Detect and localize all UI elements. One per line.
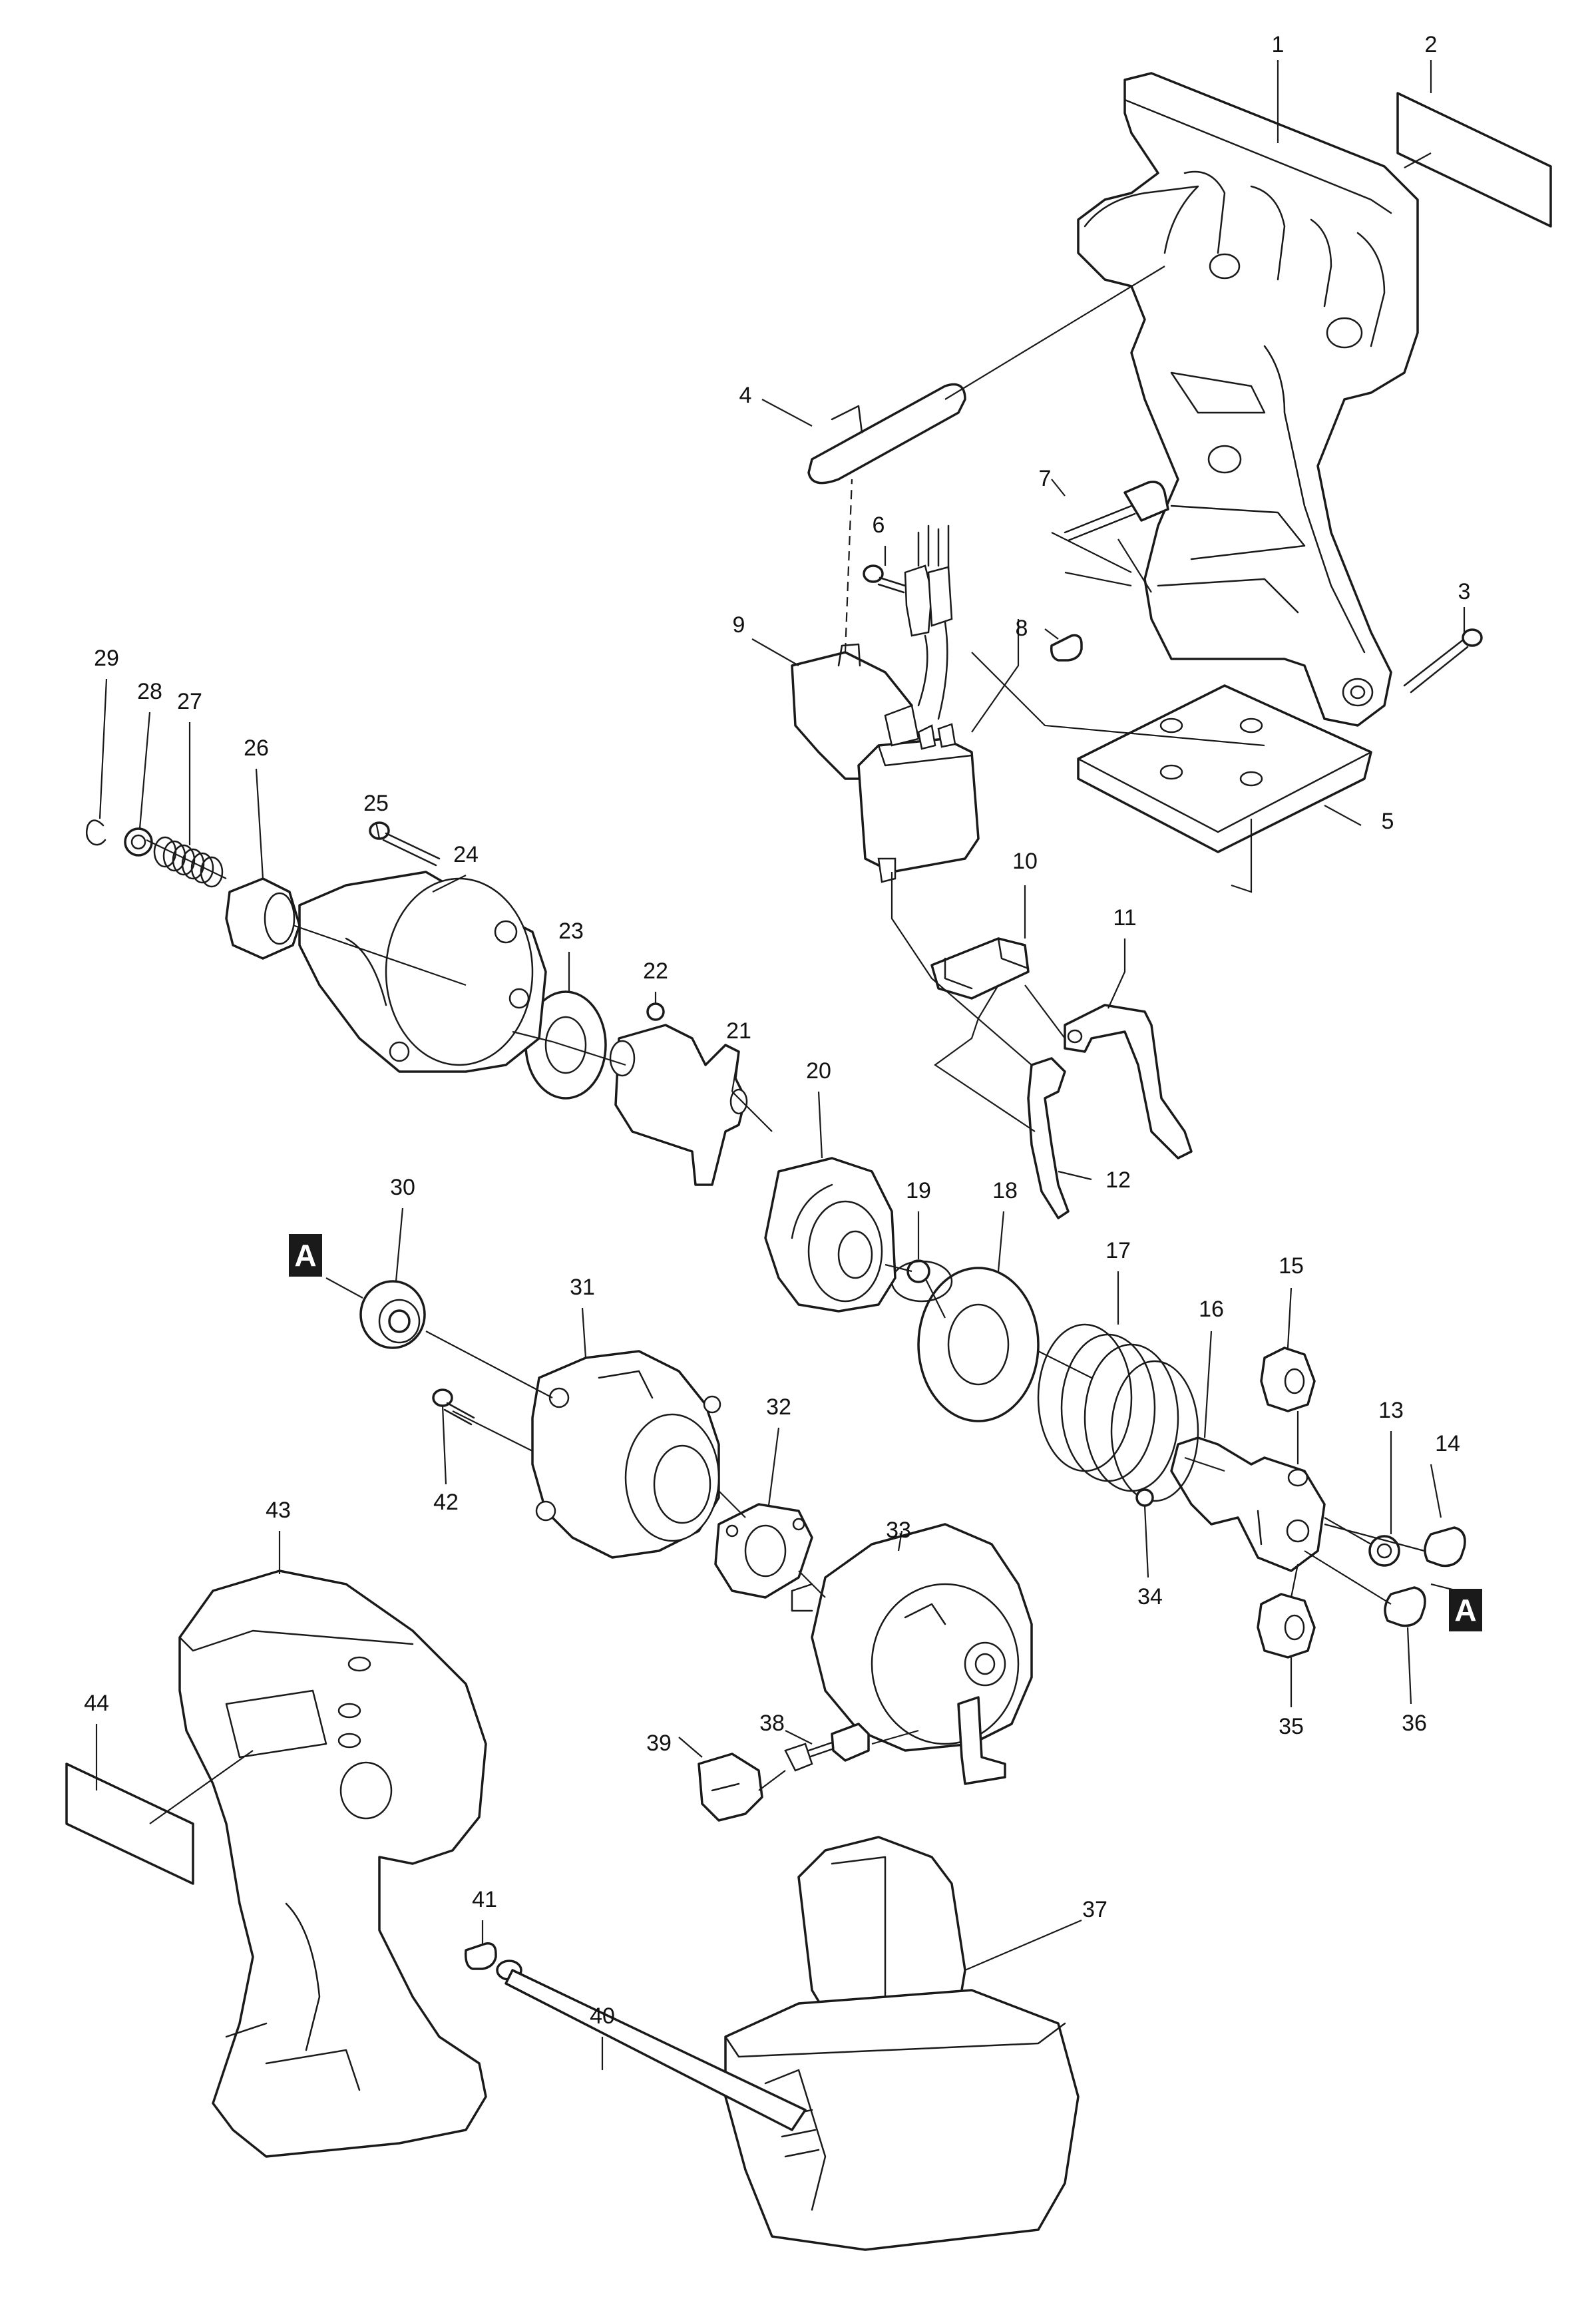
part-34-ball: [1135, 1488, 1154, 1507]
reference-marker-a-left: A: [289, 1234, 322, 1277]
callout-17: 17: [1105, 1238, 1131, 1263]
part-27-spring: [153, 836, 224, 888]
callout-27: 27: [177, 689, 202, 714]
part-30-bearing: [359, 1280, 426, 1349]
callout-41: 41: [472, 1887, 497, 1912]
callout-15: 15: [1279, 1253, 1304, 1279]
callout-33: 33: [886, 1518, 911, 1543]
callout-26: 26: [244, 735, 269, 761]
part-21-anvil: [609, 1024, 748, 1186]
callout-22: 22: [643, 958, 668, 984]
callout-19: 19: [906, 1178, 931, 1203]
part-11-terminal: [1064, 1004, 1193, 1159]
callout-29: 29: [94, 646, 119, 671]
callout-30: 30: [390, 1175, 415, 1200]
callout-44: 44: [84, 1691, 109, 1716]
part-5-plate: [1077, 684, 1372, 853]
callout-21: 21: [726, 1018, 751, 1044]
part-33-motor: [791, 1523, 1033, 1785]
part-26-sleeve: [225, 877, 301, 960]
callout-43: 43: [266, 1498, 291, 1523]
callout-7: 7: [1039, 466, 1052, 491]
part-7-screw: [1064, 481, 1169, 542]
part-24-hammer-case: [298, 871, 547, 1073]
callout-18: 18: [992, 1178, 1018, 1203]
part-16-spindle: [1170, 1436, 1326, 1572]
part-38-brush: [784, 1723, 870, 1772]
part-29-retaining-ring: [86, 819, 106, 846]
callout-6: 6: [873, 513, 885, 538]
callout-numbers: 1 2 3 4 5 6 7 8 9 10 11 12 13 14 15 16 1…: [84, 32, 1470, 2029]
callout-35: 35: [1279, 1714, 1304, 1739]
callout-38: 38: [759, 1711, 785, 1736]
callout-34: 34: [1137, 1584, 1163, 1609]
callout-42: 42: [433, 1490, 459, 1515]
part-40-strap: [496, 1960, 807, 2131]
callout-13: 13: [1378, 1398, 1404, 1423]
part-39-brush-cap: [698, 1753, 763, 1822]
callout-23: 23: [558, 919, 584, 944]
part-2-label: [1396, 92, 1552, 228]
callout-36: 36: [1402, 1711, 1427, 1736]
part-8-pin: [1050, 634, 1083, 662]
callout-14: 14: [1435, 1431, 1460, 1456]
callout-16: 16: [1199, 1297, 1224, 1322]
callout-5: 5: [1382, 809, 1394, 834]
callout-10: 10: [1012, 849, 1038, 874]
callout-20: 20: [806, 1058, 831, 1084]
part-10-brush-holder: [930, 937, 1030, 1000]
callout-8: 8: [1016, 616, 1028, 641]
part-44-label: [65, 1763, 194, 1885]
callout-9: 9: [733, 612, 745, 638]
part-6-small-screw: [863, 564, 906, 594]
assembly-guide-lines: [146, 266, 1458, 1791]
part-28-washer: [124, 827, 153, 857]
marker-label: A: [294, 1238, 316, 1273]
callout-37: 37: [1082, 1897, 1107, 1922]
callout-11: 11: [1113, 905, 1136, 931]
part-31-gear-housing: [531, 1350, 721, 1559]
callout-31: 31: [570, 1275, 595, 1300]
callout-2: 2: [1425, 32, 1438, 57]
callout-1: 1: [1272, 32, 1285, 57]
part-25-screw: [369, 821, 441, 867]
part-43-housing-half: [178, 1569, 487, 2158]
part-3-screw: [1403, 628, 1483, 694]
part-4-lock-button: [807, 383, 966, 485]
part-41-pin: [464, 1942, 497, 1970]
part-20-hammer: [764, 1157, 897, 1313]
leader-lines: [95, 60, 1466, 2070]
part-37-battery: [724, 1836, 1080, 2251]
part-36-pin: [1384, 1586, 1426, 1627]
part-1-housing-half: [1077, 72, 1419, 727]
part-9-switch-assembly: [791, 524, 980, 883]
part-32-retainer: [714, 1503, 813, 1599]
callout-4: 4: [739, 383, 752, 408]
part-17-spring: [1037, 1323, 1199, 1502]
callout-40: 40: [590, 2003, 615, 2029]
part-19-ball: [891, 1259, 953, 1303]
part-42-screw: [432, 1388, 475, 1426]
part-13-washer: [1368, 1535, 1400, 1567]
part-12-terminal: [1027, 1057, 1070, 1219]
callout-24: 24: [453, 842, 479, 867]
callout-3: 3: [1458, 579, 1471, 604]
part-22-ball: [646, 1002, 665, 1021]
marker-label: A: [1454, 1593, 1476, 1627]
part-18-washer: [917, 1267, 1040, 1422]
callout-12: 12: [1105, 1167, 1131, 1193]
reference-marker-a-right: A: [1449, 1589, 1482, 1631]
part-23-washer: [524, 990, 607, 1100]
part-15-gear: [1260, 1347, 1316, 1412]
part-35-gear: [1257, 1593, 1316, 1659]
callout-32: 32: [766, 1394, 791, 1420]
callout-39: 39: [646, 1731, 672, 1756]
part-14-pin: [1424, 1526, 1466, 1568]
callout-28: 28: [137, 679, 162, 704]
callout-25: 25: [363, 791, 389, 816]
